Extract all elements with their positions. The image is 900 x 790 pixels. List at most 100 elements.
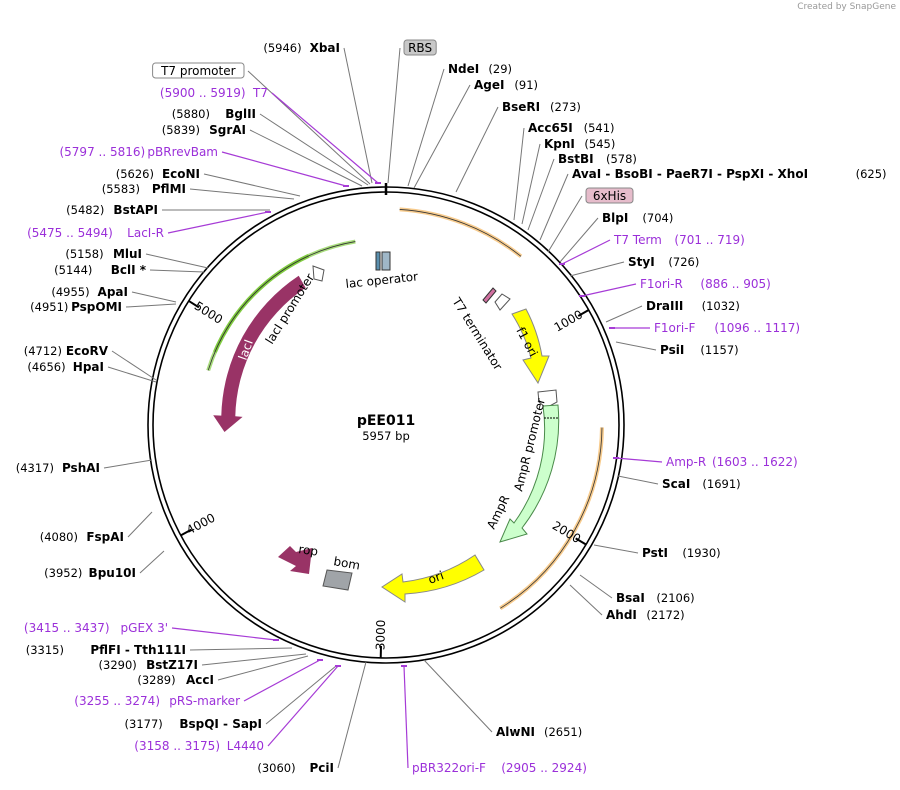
label-name: PflFI - Tth111I bbox=[90, 643, 186, 657]
enzyme-label[interactable]: AvaI - BsoBI - PaeR7I - PspXI - XhoI(625… bbox=[572, 167, 887, 181]
rop-arrow[interactable] bbox=[278, 546, 312, 574]
enzyme-label[interactable]: ApaI(4955) bbox=[51, 285, 128, 299]
feature-box bbox=[585, 187, 634, 204]
label-name: T7 Term bbox=[613, 233, 662, 247]
label-leader-line bbox=[455, 106, 499, 193]
enzyme-label[interactable]: NdeI (29) bbox=[448, 62, 512, 76]
label-position: (5626) bbox=[116, 167, 154, 181]
label-leader-line bbox=[167, 211, 269, 234]
primer-label[interactable]: L4440(3158 .. 3175) bbox=[134, 739, 264, 753]
laci-promoter-arrow[interactable] bbox=[312, 265, 325, 282]
enzyme-label[interactable]: AlwNI(2651) bbox=[496, 725, 582, 739]
label-position: (2172) bbox=[646, 608, 684, 622]
primer-label[interactable]: pBR322ori-F(2905 .. 2924) bbox=[412, 761, 587, 775]
primer-label[interactable]: pRS-marker(3255 .. 3274) bbox=[74, 694, 240, 708]
label-leader-line bbox=[203, 173, 301, 197]
primer-label[interactable]: F1ori-F(1096 .. 1117) bbox=[654, 321, 800, 335]
enzyme-label[interactable]: FspAI(4080) bbox=[40, 530, 124, 544]
label-name: pBRrevBam bbox=[147, 145, 218, 159]
label-name: AccI bbox=[186, 673, 214, 687]
enzyme-label[interactable]: HpaI(4656) bbox=[27, 360, 104, 374]
orf-arc-core bbox=[500, 427, 603, 609]
label-name: NdeI bbox=[448, 62, 479, 76]
enzyme-label[interactable]: PshAI(4317) bbox=[16, 461, 100, 475]
label-name: Acc65I bbox=[528, 121, 573, 135]
enzyme-label[interactable]: AhdI(2172) bbox=[606, 608, 685, 622]
primer-label[interactable]: T7 Term(701 .. 719) bbox=[613, 233, 745, 247]
label-name: MluI bbox=[113, 247, 142, 261]
enzyme-label[interactable]: PstI(1930) bbox=[642, 546, 721, 560]
label-position: (29) bbox=[488, 62, 512, 76]
label-leader-line bbox=[265, 665, 337, 725]
primer-label[interactable]: F1ori-R(886 .. 905) bbox=[640, 277, 771, 291]
enzyme-label[interactable]: AccI(3289) bbox=[137, 673, 214, 687]
enzyme-label[interactable]: ScaI(1691) bbox=[662, 477, 741, 491]
scale-tick-label: 3000 bbox=[373, 620, 388, 651]
label-leader-line bbox=[581, 283, 637, 297]
enzyme-label[interactable]: BstAPI(5482) bbox=[66, 203, 158, 217]
label-leader-line bbox=[337, 661, 367, 769]
enzyme-label[interactable]: EcoRV(4712) bbox=[24, 344, 109, 358]
enzyme-label[interactable]: BclI *(5144) bbox=[54, 263, 147, 277]
enzyme-label[interactable]: MluI(5158) bbox=[65, 247, 142, 261]
label-name: BlpI bbox=[602, 211, 628, 225]
laci-arrow[interactable] bbox=[213, 275, 306, 432]
enzyme-label[interactable]: PciI(3060) bbox=[257, 761, 334, 775]
enzyme-label[interactable]: EcoNI (5626) bbox=[116, 167, 200, 181]
label-leader-line bbox=[149, 269, 205, 273]
enzyme-label[interactable]: AgeI(91) bbox=[474, 78, 538, 92]
ori-arrow[interactable] bbox=[381, 554, 485, 603]
primer-label[interactable]: pGEX 3'(3415 .. 3437) bbox=[24, 621, 168, 635]
enzyme-label[interactable]: BseRI(273) bbox=[502, 100, 581, 114]
ampr-arrow[interactable] bbox=[499, 404, 560, 543]
enzyme-label[interactable]: BsaI(2106) bbox=[616, 591, 695, 605]
label-name: BstZ17I bbox=[146, 658, 198, 672]
label-position: (1157) bbox=[700, 343, 738, 357]
label-name: LacI-R bbox=[127, 226, 164, 240]
label-position: (3177) bbox=[125, 717, 163, 731]
label-leader-line bbox=[423, 659, 493, 733]
enzyme-label[interactable]: SgrAI(5839) bbox=[162, 123, 246, 137]
label-position: (886 .. 905) bbox=[700, 277, 770, 291]
enzyme-label[interactable]: PsiI(1157) bbox=[660, 343, 739, 357]
t7-terminator-arrow[interactable] bbox=[494, 293, 511, 311]
enzyme-label[interactable]: KpnI(545) bbox=[544, 137, 615, 151]
t7-terminator-marker[interactable] bbox=[482, 287, 497, 304]
label-name: T7 bbox=[252, 86, 268, 100]
label-name: BseRI bbox=[502, 100, 540, 114]
enzyme-label[interactable]: BlpI(704) bbox=[602, 211, 673, 225]
enzyme-label[interactable]: XbaI(5946) bbox=[263, 41, 340, 55]
label-leader-line bbox=[103, 459, 153, 469]
enzyme-label[interactable]: PflMI(5583) bbox=[102, 182, 186, 196]
enzyme-label[interactable]: BstBI(578) bbox=[558, 152, 637, 166]
enzyme-label[interactable]: BspQI - SapI(3177) bbox=[125, 717, 262, 731]
enzyme-label[interactable]: StyI(726) bbox=[628, 255, 699, 269]
enzyme-label[interactable]: DraIII(1032) bbox=[646, 299, 740, 313]
enzyme-label[interactable]: PflFI - Tth111I(3315) bbox=[26, 643, 186, 657]
enzyme-label[interactable]: Bpu10I(3952) bbox=[44, 566, 136, 580]
lac-operator-box-2[interactable] bbox=[381, 251, 391, 271]
lac-operator-box[interactable] bbox=[375, 251, 381, 271]
label-leader-line bbox=[201, 653, 307, 666]
feature-box-label[interactable]: T7 promoter bbox=[152, 62, 245, 79]
label-position: (5839) bbox=[162, 123, 200, 137]
primer-label[interactable]: Amp-R(1603 .. 1622) bbox=[666, 455, 798, 469]
primer-label[interactable]: pBRrevBam(5797 .. 5816) bbox=[59, 145, 218, 159]
lead-layer bbox=[103, 47, 663, 769]
label-name: KpnI bbox=[544, 137, 575, 151]
orf-arc[interactable] bbox=[399, 207, 523, 258]
feature-box-label[interactable]: RBS bbox=[403, 39, 437, 56]
bom-box[interactable] bbox=[322, 569, 353, 591]
primer-label[interactable]: T7(5900 .. 5919) bbox=[160, 86, 268, 100]
enzyme-label[interactable]: BglII(5880) bbox=[172, 107, 256, 121]
enzyme-label[interactable]: PspOMI(4951) bbox=[30, 300, 122, 314]
scale-tick-label: 1000 bbox=[552, 307, 585, 334]
enzyme-label[interactable]: Acc65I(541) bbox=[528, 121, 615, 135]
enzyme-label[interactable]: BstZ17I (3290) bbox=[99, 658, 198, 672]
f1-ori-arrow[interactable] bbox=[511, 308, 550, 385]
feature-label: bom bbox=[332, 554, 361, 572]
label-position: (3290) bbox=[99, 658, 137, 672]
label-name: EcoNI bbox=[162, 167, 200, 181]
feature-box-label[interactable]: 6xHis bbox=[585, 187, 634, 204]
primer-label[interactable]: LacI-R(5475 .. 5494) bbox=[27, 226, 164, 240]
